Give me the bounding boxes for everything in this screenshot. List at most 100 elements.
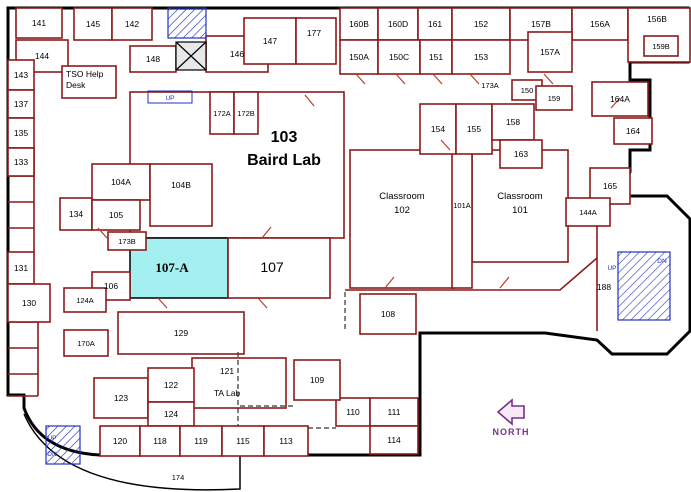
- room-104A: [91, 163, 151, 201]
- room-label-134: 134: [69, 209, 83, 219]
- room-label-101A: 101A: [453, 201, 471, 210]
- room-129: [117, 311, 245, 355]
- room-label-174: 174: [172, 473, 185, 482]
- room-133: [7, 147, 35, 177]
- room-label-111: 111: [388, 407, 401, 417]
- room-152: [451, 7, 511, 41]
- room-159B: [643, 35, 679, 57]
- room-130: [7, 283, 51, 323]
- stairs-icon-top-left: [167, 7, 207, 39]
- room-TSO: [61, 65, 117, 99]
- room-label-144: 144: [35, 51, 49, 61]
- room-177: [295, 17, 337, 65]
- room-155: [455, 103, 493, 155]
- room-label-123: 123: [114, 393, 128, 403]
- room-label-114: 114: [387, 435, 401, 445]
- room-141: [15, 7, 63, 39]
- room-label-121: 121: [220, 366, 234, 376]
- room-label-115: 115: [236, 436, 250, 446]
- stair-mark-up: UP: [165, 95, 174, 102]
- room-label-102: 102: [394, 205, 410, 216]
- room-label-155: 155: [467, 124, 481, 134]
- room-label-144A: 144A: [579, 208, 597, 217]
- room-label-109: 109: [310, 375, 324, 385]
- room-123: [93, 377, 149, 419]
- north-label: NORTH: [493, 427, 530, 437]
- room-150A: [339, 39, 379, 75]
- room-label-131: 131: [14, 263, 28, 273]
- room-115: [221, 425, 265, 457]
- room-label-154: 154: [431, 124, 445, 134]
- room-164A: [591, 81, 649, 117]
- room-142: [111, 7, 153, 41]
- room-label-TSO: Desk: [66, 80, 86, 90]
- north-arrow-icon: [496, 398, 525, 426]
- room-label-157B: 157B: [531, 19, 551, 29]
- room-label-130: 130: [22, 298, 36, 308]
- room-label-101: Classroom: [497, 191, 542, 202]
- room-161: [417, 7, 453, 41]
- room-172A: [209, 91, 235, 135]
- room-label-121: TA Lab: [214, 388, 241, 398]
- room-label-103: Baird Lab: [247, 152, 321, 169]
- room-label-142: 142: [125, 19, 139, 29]
- room-label-150: 150: [521, 86, 534, 95]
- room-label-188: 188: [597, 282, 611, 292]
- room-121: [191, 357, 287, 409]
- room-label-135: 135: [14, 128, 28, 138]
- room-label-165: 165: [603, 181, 617, 191]
- room-label-170A: 170A: [77, 339, 95, 348]
- room-114: [369, 425, 419, 455]
- stairs-icon-tower: [617, 251, 671, 321]
- stair-up-box: [147, 90, 193, 104]
- room-159: [535, 85, 573, 111]
- room-144A: [565, 197, 611, 227]
- room-label-133: 133: [14, 157, 28, 167]
- room-label-164A: 164A: [610, 94, 630, 104]
- room-label-119: 119: [194, 436, 208, 446]
- room-label-150A: 150A: [349, 52, 369, 62]
- room-label-124: 124: [164, 409, 178, 419]
- room-label-118: 118: [153, 436, 167, 446]
- room-label-156B: 156B: [647, 14, 667, 24]
- stair-mark-up: UP: [47, 435, 56, 442]
- room-113: [263, 425, 309, 457]
- room-label-160B: 160B: [349, 19, 369, 29]
- room-label-145: 145: [86, 19, 100, 29]
- room-170A: [63, 329, 109, 357]
- room-110: [335, 397, 371, 427]
- room-124: [147, 401, 195, 427]
- room-label-173B: 173B: [118, 237, 136, 246]
- room-108: [359, 293, 417, 335]
- room-label-177: 177: [307, 28, 321, 38]
- room-boxes: [7, 7, 691, 457]
- room-153: [451, 39, 511, 75]
- room-label-106: 106: [104, 281, 118, 291]
- room-label-120: 120: [113, 436, 127, 446]
- room-119: [179, 425, 223, 457]
- room-122: [147, 367, 195, 403]
- room-label-104B: 104B: [171, 180, 191, 190]
- room-124A: [63, 287, 107, 313]
- room-105: [91, 199, 141, 231]
- room-104B: [149, 163, 213, 227]
- room-143: [7, 59, 35, 91]
- room-172B: [233, 91, 259, 135]
- elevator-x-icon: [175, 41, 207, 71]
- room-label-164: 164: [626, 126, 640, 136]
- dashed-corridor-lines: [237, 292, 346, 429]
- room-label-143: 143: [14, 70, 28, 80]
- room-164: [613, 117, 653, 145]
- door-marks: [97, 73, 621, 309]
- room-label-137: 137: [14, 99, 28, 109]
- room-label-108: 108: [381, 309, 395, 319]
- room-163: [499, 139, 543, 169]
- room-label-158: 158: [506, 117, 520, 127]
- room-label-151: 151: [429, 52, 443, 62]
- room-173B: [107, 231, 147, 251]
- room-label-107-A: 107-A: [155, 260, 189, 275]
- room-label-141: 141: [32, 18, 46, 28]
- room-120: [99, 425, 141, 457]
